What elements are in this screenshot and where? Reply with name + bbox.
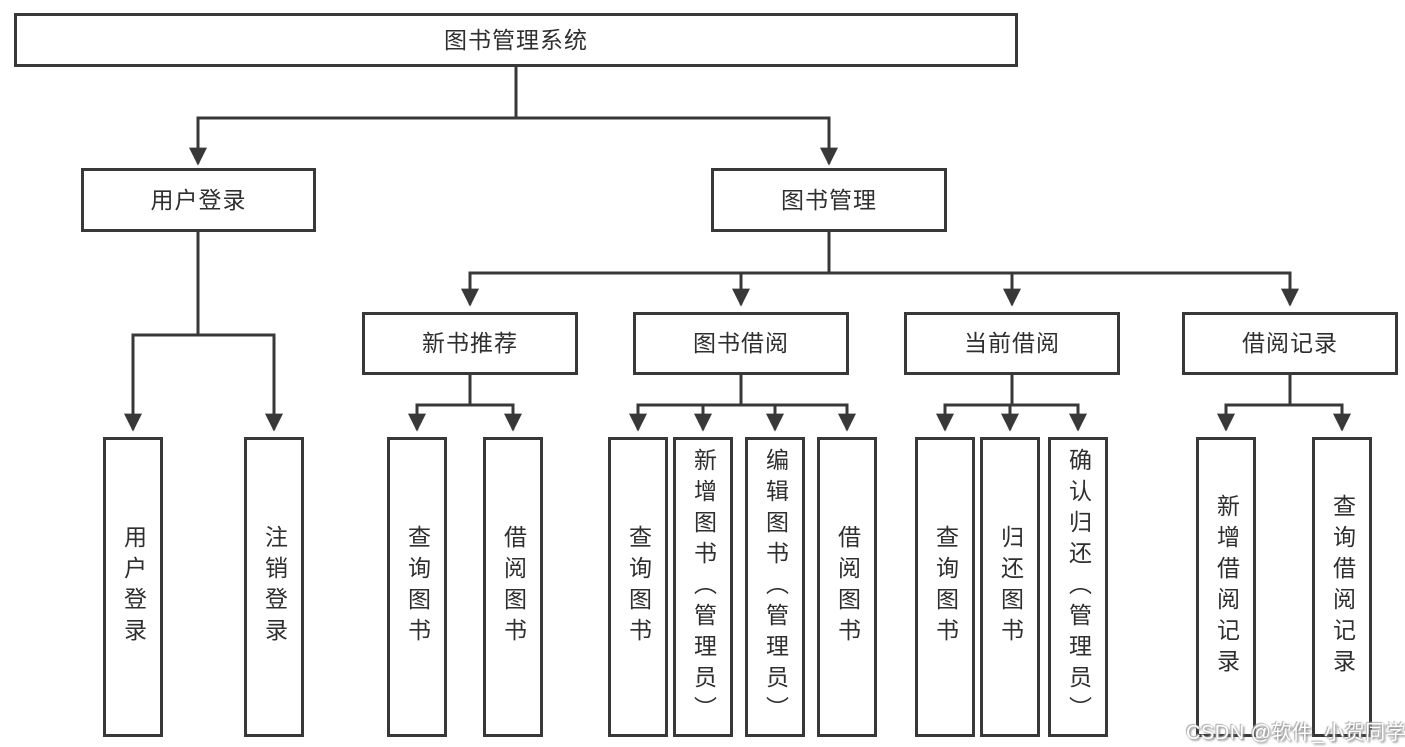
leaf-borrowing-query-book: 查询图书: [608, 437, 668, 737]
node-label: 图书管理: [781, 186, 877, 213]
connector-user-login-children: [124, 230, 283, 432]
leaf-label: 借阅图书: [834, 525, 861, 649]
node-new-book-recommend: 新书推荐: [362, 312, 578, 375]
leaf-logout: 注销登录: [244, 437, 304, 737]
node-library-management-system: 图书管理系统: [14, 13, 1018, 67]
leaf-user-login: 用户登录: [103, 437, 163, 737]
csdn-watermark: CSDN @软件_小贺同学: [1186, 722, 1405, 744]
leaf-return-book: 归还图书: [980, 437, 1040, 737]
leaf-recommend-borrow-book: 借阅图书: [483, 437, 543, 737]
node-current-borrowing: 当前借阅: [904, 312, 1120, 375]
node-label: 图书借阅: [693, 330, 789, 356]
leaf-label: 新增借阅记录: [1213, 494, 1240, 680]
leaf-add-borrow-record: 新增借阅记录: [1196, 437, 1256, 737]
node-label: 新书推荐: [422, 330, 518, 356]
node-label: 借阅记录: [1242, 330, 1338, 356]
leaf-label: 查询图书: [404, 525, 431, 649]
leaf-label: 确认归还（管理员）: [1065, 447, 1092, 727]
node-borrowing-records: 借阅记录: [1182, 312, 1398, 375]
connector-borrowing-records-children: [1217, 373, 1351, 432]
node-label: 当前借阅: [964, 330, 1060, 356]
leaf-current-query-book: 查询图书: [915, 437, 975, 737]
leaf-label: 注销登录: [261, 525, 288, 649]
connector-book-management-to-level3: [461, 230, 1299, 307]
leaf-label: 新增图书（管理员）: [690, 447, 717, 727]
leaf-label: 查询图书: [932, 525, 959, 649]
connector-root-to-level2: [189, 65, 838, 166]
connector-new-book-recommend-children: [408, 373, 522, 432]
node-label: 用户登录: [150, 186, 247, 213]
leaf-recommend-query-book: 查询图书: [387, 437, 447, 737]
node-book-management: 图书管理: [711, 168, 947, 232]
leaf-label: 归还图书: [997, 525, 1024, 649]
node-user-login: 用户登录: [81, 168, 316, 232]
node-book-borrowing: 图书借阅: [633, 312, 849, 375]
connector-current-borrowing-children: [936, 373, 1087, 432]
leaf-label: 编辑图书（管理员）: [762, 447, 789, 727]
leaf-borrow-book: 借阅图书: [817, 437, 877, 737]
node-label: 图书管理系统: [444, 26, 588, 53]
leaf-label: 查询图书: [625, 525, 652, 649]
leaf-label: 用户登录: [120, 525, 147, 649]
leaf-query-borrow-record: 查询借阅记录: [1312, 437, 1372, 737]
leaf-label: 借阅图书: [500, 525, 527, 649]
leaf-confirm-return-admin: 确认归还（管理员）: [1048, 437, 1108, 737]
leaf-edit-book-admin: 编辑图书（管理员）: [745, 437, 805, 737]
leaf-add-book-admin: 新增图书（管理员）: [673, 437, 733, 737]
connector-book-borrowing-children: [629, 373, 856, 432]
leaf-label: 查询借阅记录: [1329, 494, 1356, 680]
